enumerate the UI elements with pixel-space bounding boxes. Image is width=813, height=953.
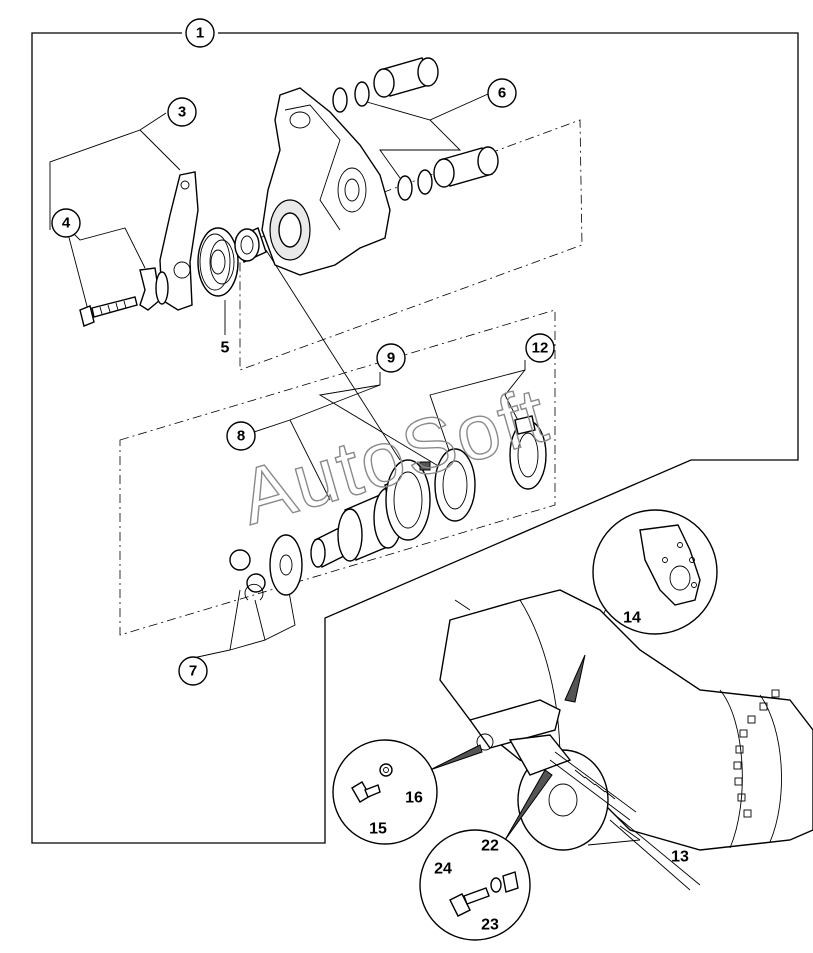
label-5: 5 xyxy=(221,340,230,357)
callout-8: 8 xyxy=(226,421,256,451)
rings-and-rollers-part xyxy=(332,57,499,201)
callout-7: 7 xyxy=(178,656,208,686)
label-13: 13 xyxy=(671,849,689,866)
svg-text:9: 9 xyxy=(387,350,395,367)
lever-plate-part xyxy=(159,171,199,311)
label-16: 16 xyxy=(405,790,423,807)
callout-6: 6 xyxy=(487,78,517,108)
bushing-part xyxy=(234,227,267,263)
flange-bolts xyxy=(733,689,780,818)
callout-4: 4 xyxy=(51,208,81,238)
detail-bubble-15-16 xyxy=(332,739,483,845)
label-22: 22 xyxy=(481,838,499,855)
callout-12: 12 xyxy=(525,333,555,363)
bracket-part xyxy=(139,267,169,311)
label-24: 24 xyxy=(434,861,452,878)
clamp-ring-part xyxy=(509,415,547,490)
svg-text:4: 4 xyxy=(62,215,71,232)
main-housing-part xyxy=(261,87,391,276)
callout-3: 3 xyxy=(167,97,197,127)
label-15: 15 xyxy=(369,821,387,838)
lower-dashed-plane xyxy=(119,309,556,636)
svg-text:8: 8 xyxy=(237,428,245,445)
circlips-and-disc-part xyxy=(229,534,303,601)
svg-text:6: 6 xyxy=(498,85,506,102)
axle-housing xyxy=(439,589,813,891)
svg-text:3: 3 xyxy=(178,104,186,121)
bolt-part xyxy=(79,296,138,327)
cam-rings-part xyxy=(385,448,476,541)
label-14: 14 xyxy=(623,610,641,627)
detail-bubble-22-23-24 xyxy=(419,769,553,941)
callout-9: 9 xyxy=(376,343,406,373)
callout-1: 1 xyxy=(185,18,215,48)
assembly-boundary xyxy=(31,32,799,844)
svg-text:7: 7 xyxy=(189,663,197,680)
label-23: 23 xyxy=(481,917,499,934)
svg-text:12: 12 xyxy=(532,340,549,357)
detail-bubble-14 xyxy=(564,509,718,703)
spring-part xyxy=(197,227,239,297)
svg-text:1: 1 xyxy=(196,25,204,42)
